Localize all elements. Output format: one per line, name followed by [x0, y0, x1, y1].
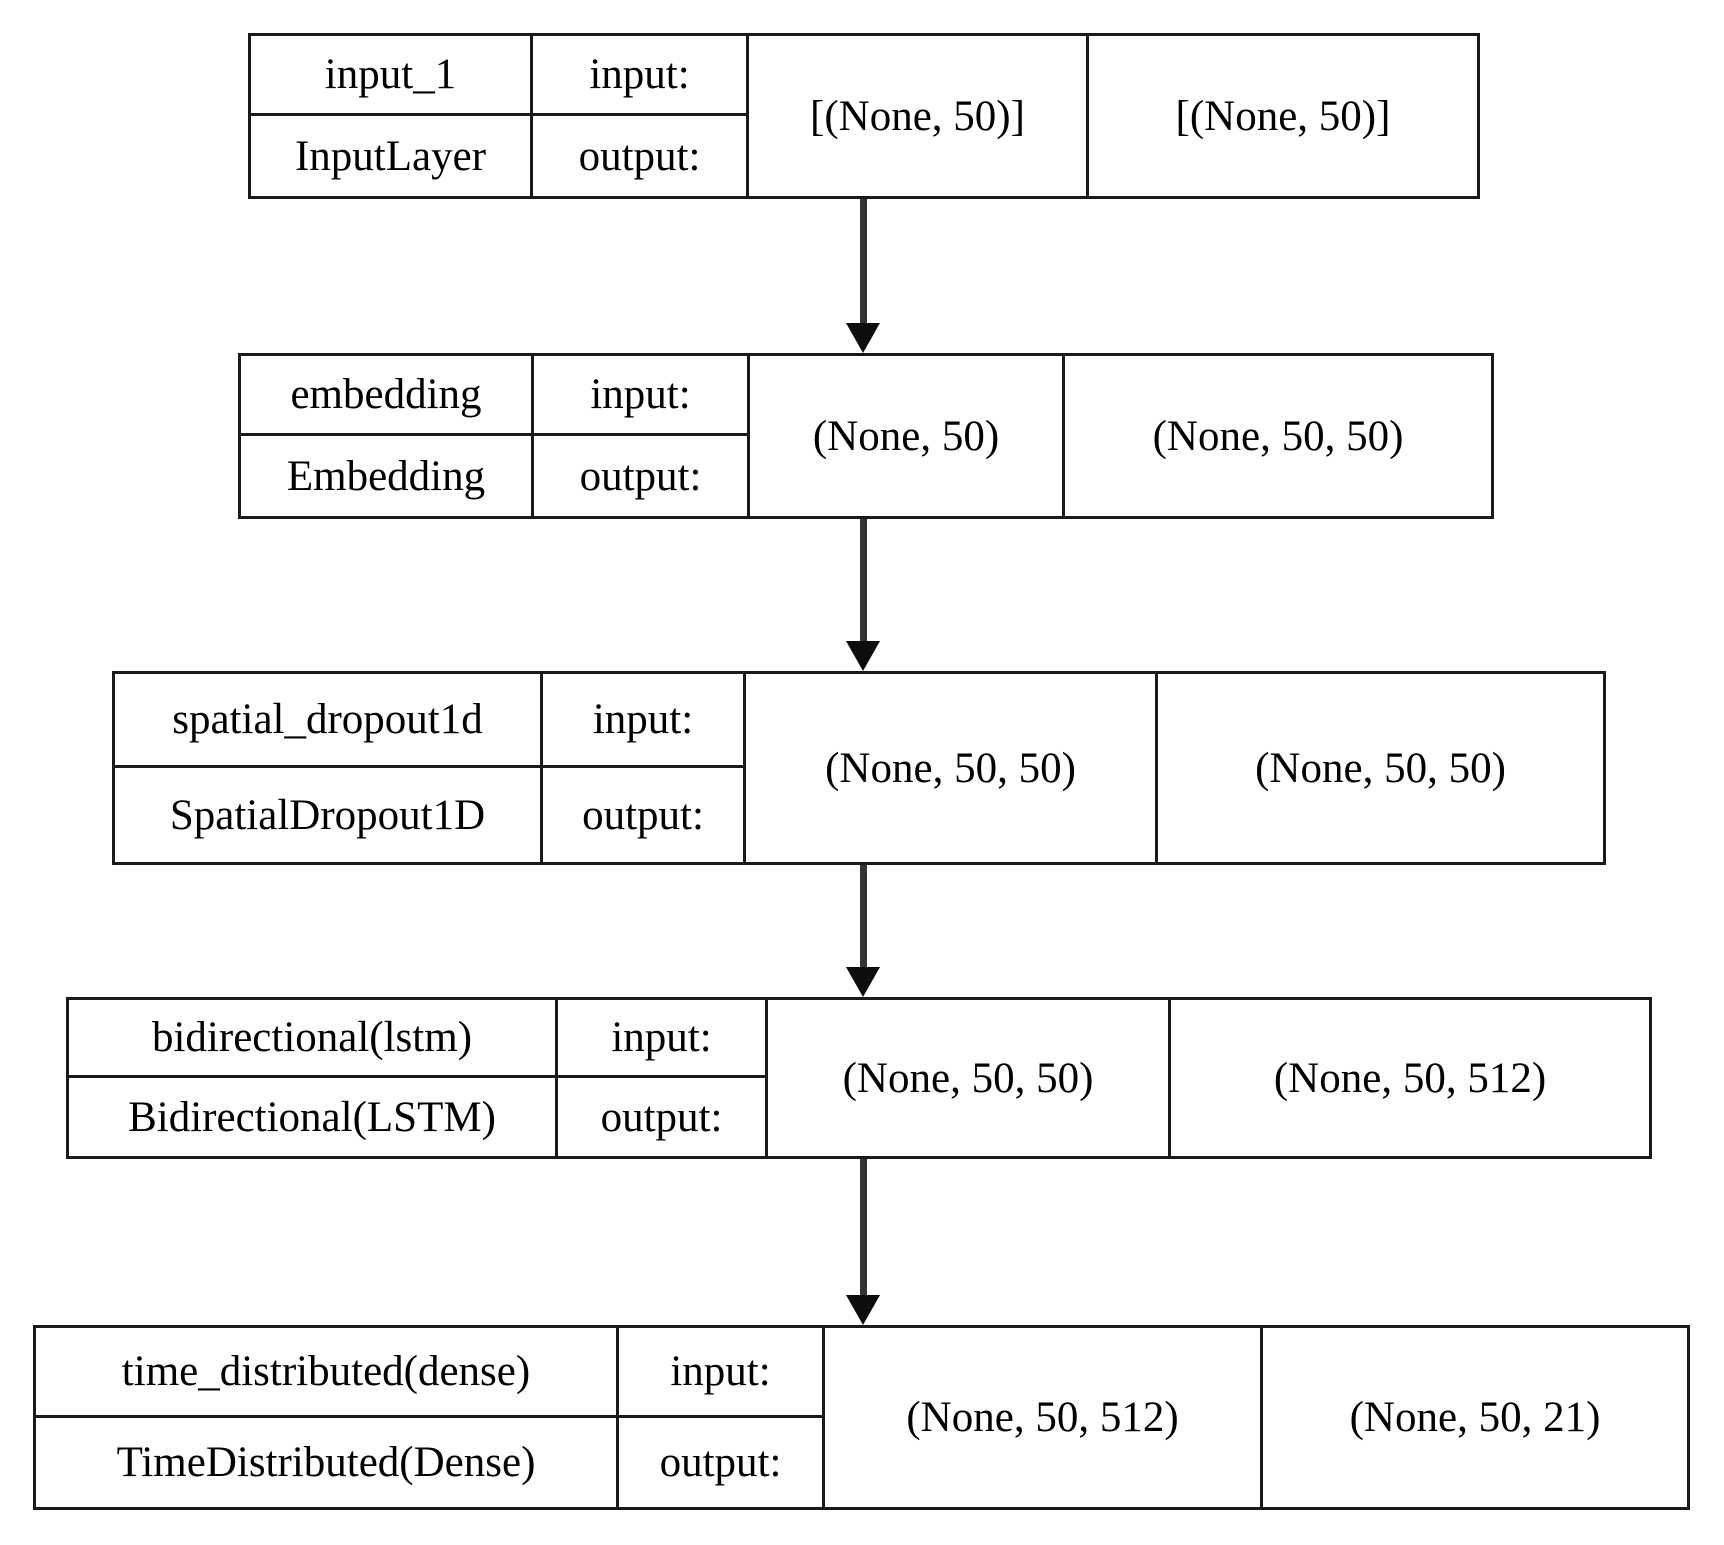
- output-label: output:: [578, 132, 701, 180]
- arrow-head-icon: [846, 641, 880, 671]
- arrow-head-icon: [846, 323, 880, 353]
- layer-io-column: input: output:: [619, 1328, 825, 1507]
- layer-io-column: input: output:: [533, 36, 749, 196]
- edge-arrow-bidirectional-to-time_distributed: [846, 1159, 880, 1325]
- layer-name: spatial_dropout1d: [115, 674, 540, 768]
- layer-io-column: input: output:: [543, 674, 746, 862]
- layer-name: embedding: [241, 356, 531, 436]
- layer-node-embedding[interactable]: embedding Embedding input: output: (None…: [238, 353, 1494, 519]
- arrow-head-icon: [846, 967, 880, 997]
- layer-node-spatial_dropout1d[interactable]: spatial_dropout1d SpatialDropout1D input…: [112, 671, 1606, 865]
- arrow-head-icon: [846, 1295, 880, 1325]
- input-label: input:: [533, 36, 746, 116]
- layer-name-column: embedding Embedding: [241, 356, 534, 516]
- input-shape: (None, 50, 50): [746, 674, 1158, 862]
- layer-name-column: spatial_dropout1d SpatialDropout1D: [115, 674, 543, 862]
- layer-class: Embedding: [286, 452, 486, 500]
- output-label: output:: [659, 1438, 782, 1486]
- input-shape: (None, 50, 50): [768, 1000, 1171, 1156]
- layer-name-column: input_1 InputLayer: [251, 36, 533, 196]
- layer-name-column: bidirectional(lstm) Bidirectional(LSTM): [69, 1000, 558, 1156]
- edge-arrow-spatial_dropout1d-to-bidirectional: [846, 865, 880, 997]
- input-shape: (None, 50): [750, 356, 1065, 516]
- layer-node-time_distributed[interactable]: time_distributed(dense) TimeDistributed(…: [33, 1325, 1690, 1510]
- output-shape: [(None, 50)]: [1175, 92, 1391, 140]
- layer-node-input_1[interactable]: input_1 InputLayer input: output: [(None…: [248, 33, 1480, 199]
- layer-name: bidirectional(lstm): [69, 1000, 555, 1078]
- output-shape: (None, 50, 50): [1152, 412, 1404, 460]
- input-shape: [(None, 50)]: [749, 36, 1089, 196]
- input-shape: (None, 50, 512): [825, 1328, 1263, 1507]
- layer-node-bidirectional[interactable]: bidirectional(lstm) Bidirectional(LSTM) …: [66, 997, 1652, 1159]
- layer-class: Bidirectional(LSTM): [128, 1093, 496, 1141]
- layer-name: input_1: [251, 36, 530, 116]
- output-shape: (None, 50, 21): [1349, 1394, 1601, 1441]
- output-label: output:: [582, 791, 704, 839]
- input-label: input:: [558, 1000, 765, 1078]
- edge-arrow-embedding-to-spatial_dropout1d: [846, 519, 880, 671]
- arrow-shaft: [860, 1159, 867, 1297]
- layer-name-column: time_distributed(dense) TimeDistributed(…: [36, 1328, 619, 1507]
- input-label: input:: [534, 356, 747, 436]
- output-shape: (None, 50, 512): [1273, 1054, 1547, 1102]
- edge-arrow-input_1-to-embedding: [846, 199, 880, 353]
- output-label: output:: [579, 452, 702, 500]
- arrow-shaft: [860, 865, 867, 969]
- input-label: input:: [619, 1328, 822, 1418]
- output-label: output:: [600, 1093, 723, 1141]
- arrow-shaft: [860, 199, 867, 325]
- layer-name: time_distributed(dense): [36, 1328, 616, 1418]
- layer-class: TimeDistributed(Dense): [116, 1438, 536, 1486]
- output-shape: (None, 50, 50): [1255, 744, 1506, 792]
- arrow-shaft: [860, 519, 867, 643]
- layer-class: SpatialDropout1D: [169, 791, 486, 839]
- layer-io-column: input: output:: [534, 356, 750, 516]
- input-label: input:: [543, 674, 743, 768]
- layer-class: InputLayer: [294, 132, 487, 180]
- layer-io-column: input: output:: [558, 1000, 768, 1156]
